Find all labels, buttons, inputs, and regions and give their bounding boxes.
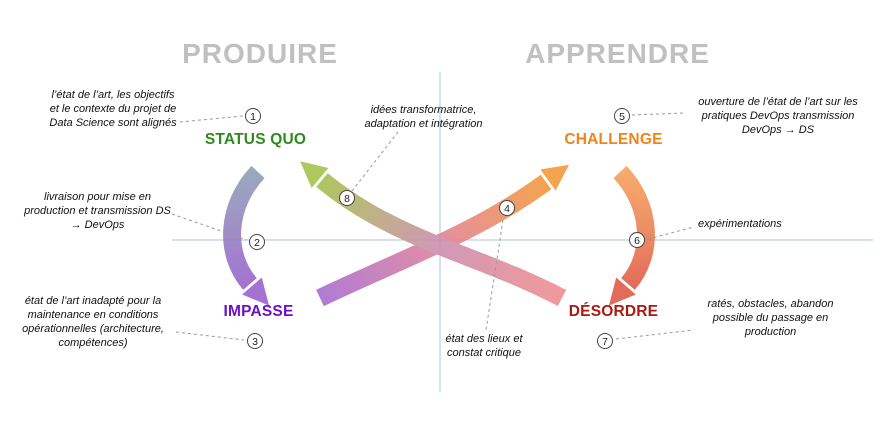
arrow-challenge-to-desordre bbox=[613, 165, 655, 290]
arrowhead-desordre bbox=[608, 277, 636, 306]
leader-line-6 bbox=[647, 226, 695, 240]
leader-line-5 bbox=[631, 112, 685, 116]
leader-line-8 bbox=[351, 131, 399, 192]
arrowhead-impasse bbox=[242, 277, 270, 306]
arrowhead-status-quo bbox=[300, 161, 329, 188]
arrowhead-challenge bbox=[540, 164, 570, 191]
leader-line-1 bbox=[179, 115, 244, 123]
leader-line-7 bbox=[615, 329, 695, 340]
leader-line-4 bbox=[485, 219, 504, 331]
arrow-status-quo-to-impasse bbox=[223, 165, 265, 290]
leader-line-2 bbox=[171, 213, 248, 241]
leader-line-3 bbox=[175, 331, 245, 341]
